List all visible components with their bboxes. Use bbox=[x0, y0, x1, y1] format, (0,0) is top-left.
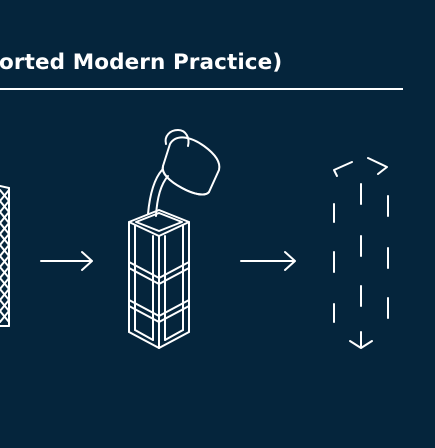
pouring-bucket-icon bbox=[147, 129, 221, 217]
title-divider bbox=[0, 88, 403, 90]
arrow-right-icon bbox=[40, 251, 93, 271]
page-title: orted Modern Practice) bbox=[0, 50, 283, 75]
lattice-strut bbox=[0, 189, 10, 323]
arrow-right-icon bbox=[240, 251, 296, 271]
lattice-scaffold-icon bbox=[0, 185, 10, 327]
framed-formwork-column-icon bbox=[128, 209, 190, 349]
dashed-outline-column-icon bbox=[333, 157, 389, 349]
